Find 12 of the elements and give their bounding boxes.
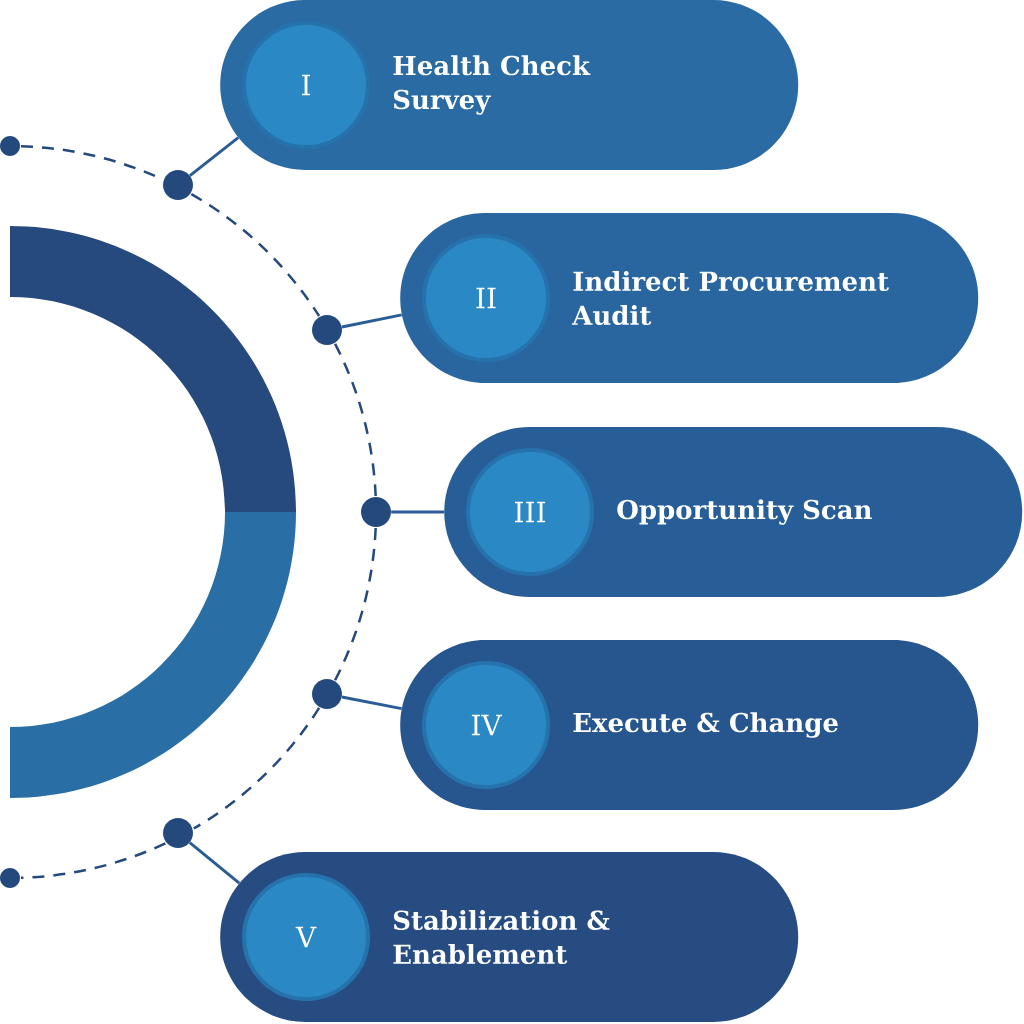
connector-line <box>341 695 402 711</box>
connector-dot <box>312 679 342 709</box>
connector-dot <box>361 497 391 527</box>
connector-line <box>341 313 402 329</box>
connector-line <box>189 136 240 177</box>
end-dot <box>0 136 20 156</box>
end-dot <box>0 868 20 888</box>
connector-dot <box>312 315 342 345</box>
connector-dot <box>163 170 193 200</box>
connector-line <box>188 841 241 885</box>
connector-dot <box>163 818 193 848</box>
connector-line <box>391 510 444 514</box>
